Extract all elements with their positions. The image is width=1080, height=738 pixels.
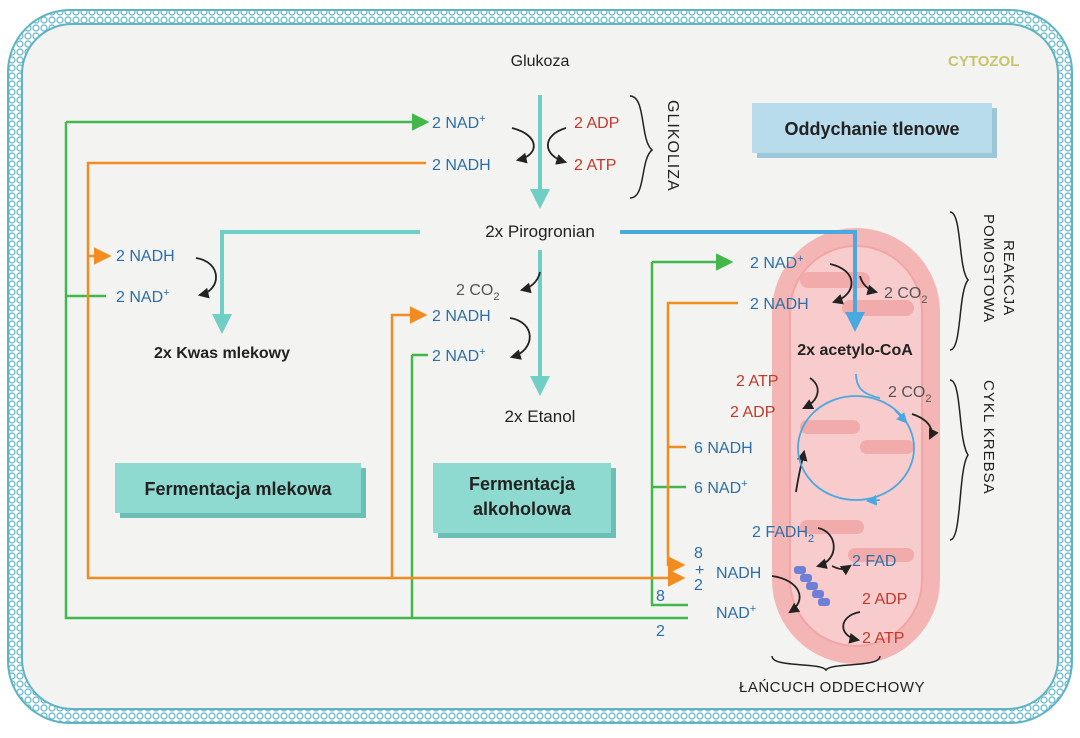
etc-8-top: 8 bbox=[694, 545, 703, 562]
kwas-label: 2x Kwas mlekowy bbox=[154, 345, 290, 362]
krebs-fadh: 2 FADH2 bbox=[752, 524, 814, 545]
acetylo-label: 2x acetylo-CoA bbox=[797, 342, 913, 359]
mitochondrion bbox=[772, 228, 940, 664]
box-fermentacja-alkoholowa: Fermentacja alkoholowa bbox=[433, 463, 616, 538]
krebs-nad: 6 NAD+ bbox=[694, 478, 748, 497]
krebs-fad: 2 FAD bbox=[852, 553, 896, 570]
bridge-nad: 2 NAD+ bbox=[750, 253, 804, 272]
orange-line-right bbox=[666, 301, 738, 574]
box-oddychanie: Oddychanie tlenowe bbox=[752, 103, 997, 158]
reakcja-label-2: POMOSTOWA bbox=[980, 214, 997, 323]
krebs-nadh: 6 NADH bbox=[694, 440, 753, 457]
etc-atp: 2 ATP bbox=[862, 630, 904, 647]
etc-2-top: 2 bbox=[694, 577, 703, 594]
eth-nad: 2 NAD+ bbox=[432, 346, 486, 365]
lancuch-brace bbox=[771, 655, 881, 672]
etc-nadh: NADH bbox=[716, 565, 761, 582]
etc-8: 8 bbox=[656, 588, 665, 605]
lancuch-label: ŁAŃCUCH ODDECHOWY bbox=[739, 679, 925, 696]
reakcja-label-1: REAKCJA bbox=[1000, 240, 1017, 316]
cofactor-arrows bbox=[195, 127, 939, 644]
etanol-label: 2x Etanol bbox=[505, 407, 576, 426]
krebs-adp: 2 ADP bbox=[730, 404, 775, 421]
orange-arrow-nadh-ethanol bbox=[390, 306, 428, 578]
ferm-alk-label-1: Fermentacja bbox=[469, 474, 576, 494]
green-line-right bbox=[650, 262, 688, 607]
oddychanie-label: Oddychanie tlenowe bbox=[784, 119, 959, 139]
reakcja-brace bbox=[949, 211, 969, 351]
krebs-atp: 2 ATP bbox=[736, 373, 778, 390]
glyc-nad: 2 NAD+ bbox=[432, 113, 486, 132]
etc-2: 2 bbox=[656, 623, 665, 640]
glyc-atp: 2 ATP bbox=[574, 157, 616, 174]
glyc-adp: 2 ADP bbox=[574, 115, 619, 132]
cytozol-label: CYTOZOL bbox=[948, 53, 1019, 70]
krebs-cycle bbox=[797, 373, 915, 506]
bridge-co2: 2 CO2 bbox=[884, 285, 927, 306]
eth-nadh: 2 NADH bbox=[432, 308, 491, 325]
lact-nadh: 2 NADH bbox=[116, 248, 175, 265]
glikoliza-brace bbox=[629, 95, 654, 199]
etc-plus: + bbox=[695, 562, 704, 579]
ferm-mlek-label: Fermentacja mlekowa bbox=[144, 479, 332, 499]
krebs-co2: 2 CO2 bbox=[888, 384, 931, 405]
etc-protein-icon bbox=[794, 566, 830, 606]
green-lines bbox=[64, 113, 734, 620]
krebs-brace bbox=[949, 379, 969, 541]
box-fermentacja-mlekowa: Fermentacja mlekowa bbox=[115, 463, 366, 518]
bridge-nadh: 2 NADH bbox=[750, 296, 809, 313]
etc-nad: NAD+ bbox=[716, 603, 756, 622]
lact-nad: 2 NAD+ bbox=[116, 287, 170, 306]
braces bbox=[629, 95, 969, 672]
glukoza-label: Glukoza bbox=[511, 53, 570, 70]
arrow-pyruvate-acetyl bbox=[620, 230, 865, 332]
etc-adp: 2 ADP bbox=[862, 591, 907, 608]
glyc-nadh: 2 NADH bbox=[432, 157, 491, 174]
orange-line-main bbox=[86, 161, 686, 587]
krebs-label: CYKL KREBSA bbox=[980, 380, 997, 495]
green-line-main bbox=[64, 122, 688, 620]
orange-lines bbox=[86, 161, 738, 587]
glikoliza-label: GLIKOLIZA bbox=[664, 100, 681, 192]
pirogronian-label: 2x Pirogronian bbox=[485, 222, 595, 241]
eth-co2: 2 CO2 bbox=[456, 282, 499, 303]
ferm-alk-label-2: alkoholowa bbox=[473, 499, 572, 519]
arrow-pyruvate-lactate bbox=[212, 230, 420, 334]
krebs-entry bbox=[855, 373, 881, 399]
